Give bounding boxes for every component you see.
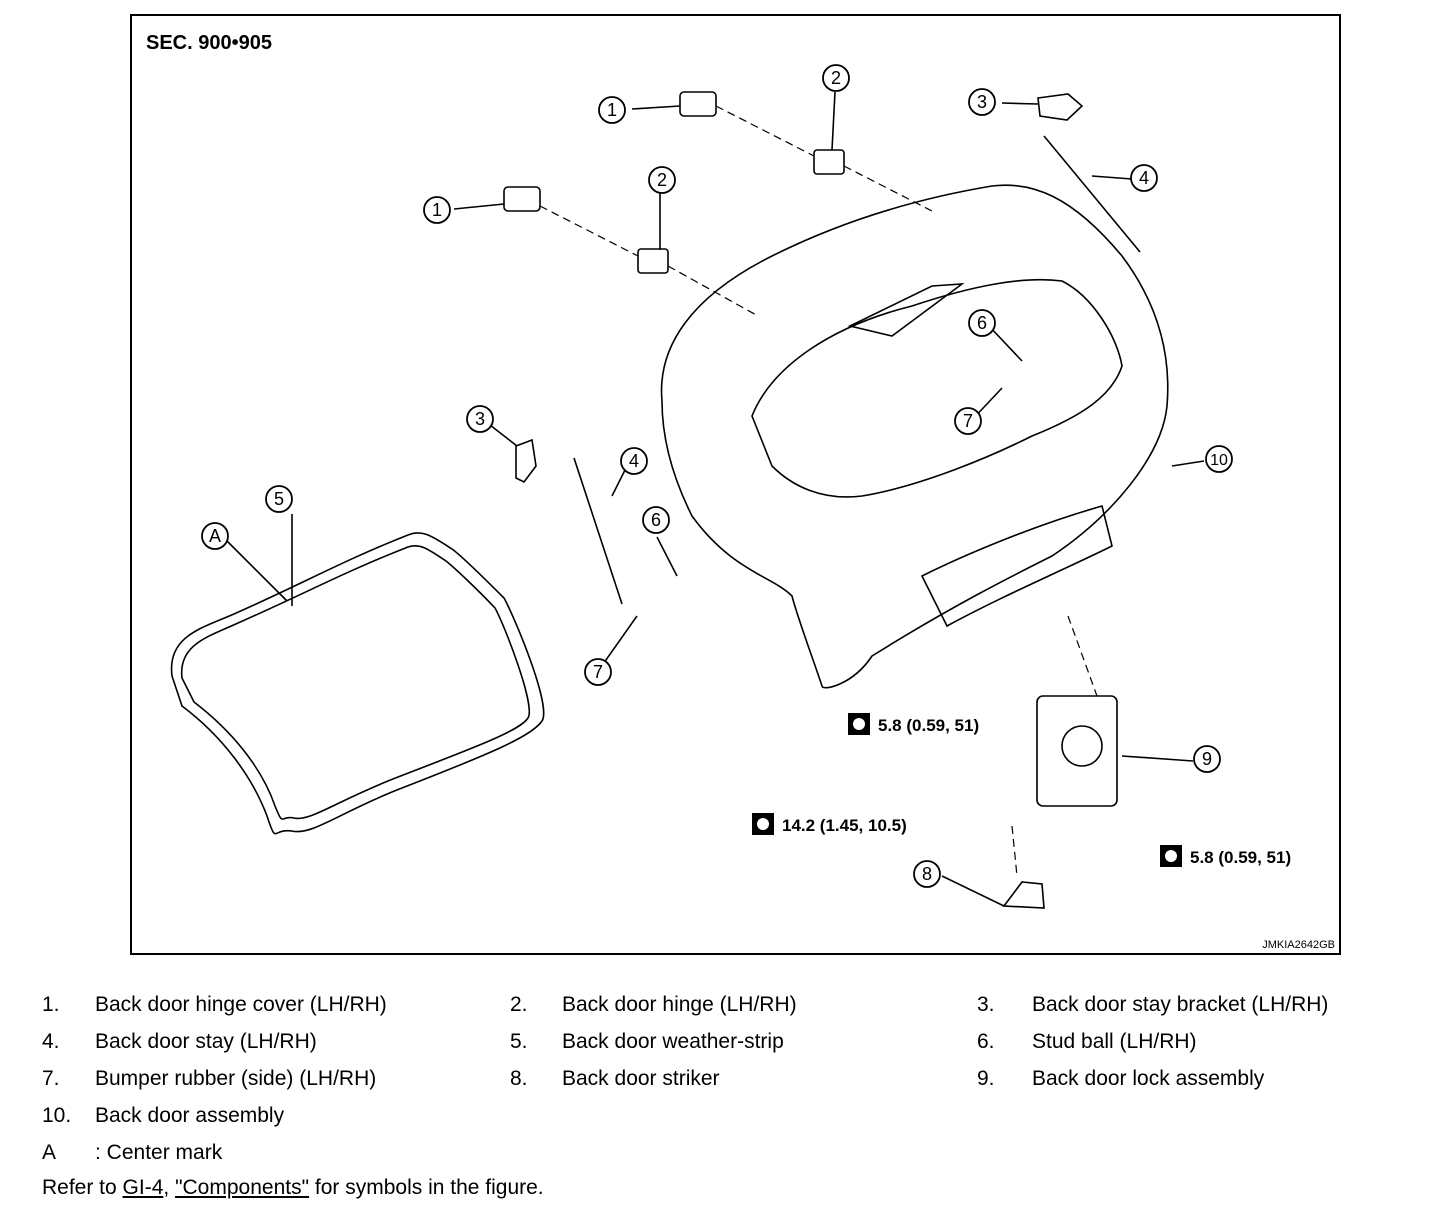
- legend-num: 5.: [510, 1030, 528, 1053]
- exploded-diagram: 1 1 2 2 3 4 3 4 5 A 6 7 6 7 10 9 8: [170, 64, 1291, 909]
- lock-assembly: [1036, 695, 1118, 807]
- legend-text: Back door assembly: [95, 1104, 285, 1127]
- legend-text: Stud ball (LH/RH): [1032, 1030, 1197, 1053]
- stay-bracket-lower: [515, 438, 537, 484]
- callout-2: 2: [657, 170, 667, 190]
- legend-num: 7.: [42, 1067, 60, 1090]
- callout-1: 1: [607, 100, 617, 120]
- callout-8: 8: [922, 864, 932, 884]
- gi-4-link[interactable]: GI-4: [122, 1176, 164, 1199]
- callout-6: 6: [977, 313, 987, 333]
- legend-num: 8.: [510, 1067, 528, 1090]
- legend-num: 9.: [977, 1067, 995, 1090]
- legend-text: Back door stay bracket (LH/RH): [1032, 993, 1329, 1016]
- callout-1: 1: [432, 200, 442, 220]
- callout-2: 2: [831, 68, 841, 88]
- callout-4: 4: [1139, 168, 1149, 188]
- lock-gear: [1061, 725, 1103, 767]
- stay-lower: [573, 457, 623, 605]
- legend-text: Back door stay (LH/RH): [95, 1030, 317, 1053]
- legend-text: Bumper rubber (side) (LH/RH): [95, 1067, 377, 1090]
- hinge-cover-upper: [679, 91, 717, 117]
- legend-num: 2.: [510, 993, 528, 1016]
- stay-upper: [1043, 135, 1141, 253]
- legend-num: 10.: [42, 1104, 72, 1127]
- callout-3: 3: [977, 92, 987, 112]
- legend-num: A: [42, 1141, 57, 1164]
- weather-strip-inner: [181, 545, 531, 820]
- callout-10: 10: [1210, 452, 1228, 469]
- striker: [1002, 881, 1045, 909]
- figure-code: JMKIA2642GB: [1262, 939, 1335, 951]
- callout-a: A: [209, 526, 221, 546]
- legend-text: Back door weather-strip: [562, 1030, 784, 1053]
- back-door-glass: [751, 278, 1123, 498]
- back-door-outer: [660, 184, 1169, 689]
- hinge-upper: [813, 149, 845, 175]
- callout-5: 5: [274, 489, 284, 509]
- section-title: SEC. 900•905: [146, 32, 272, 54]
- legend-text: Back door striker: [562, 1067, 720, 1090]
- torque-value-striker: 14.2 (1.45, 10.5): [782, 816, 907, 835]
- hinge-cover-lower: [503, 186, 541, 212]
- license-recess: [920, 505, 1113, 628]
- callout-4: 4: [629, 451, 639, 471]
- legend-num: 6.: [977, 1030, 995, 1053]
- callout-3: 3: [475, 409, 485, 429]
- legend-text: Back door hinge (LH/RH): [562, 993, 797, 1016]
- diagram-frame: SEC. 900•905: [130, 14, 1341, 955]
- weather-strip-outer: [170, 532, 545, 835]
- torque-value-lock-bolt: 5.8 (0.59, 51): [878, 716, 979, 735]
- refer-separator: ,: [163, 1176, 176, 1199]
- stay-bracket-upper: [1037, 93, 1084, 121]
- spoiler: [847, 283, 965, 337]
- refer-note: Refer to GI-4, "Components" for symbols …: [42, 1176, 544, 1200]
- legend-text: : Center mark: [95, 1141, 223, 1164]
- hinge-lower: [637, 248, 669, 274]
- legend-num: 4.: [42, 1030, 60, 1053]
- components-link[interactable]: "Components": [175, 1176, 310, 1199]
- legend-text: Back door hinge cover (LH/RH): [95, 993, 387, 1016]
- refer-suffix: for symbols in the figure.: [309, 1176, 544, 1199]
- callout-7: 7: [963, 411, 973, 431]
- legend-num: 1.: [42, 993, 60, 1016]
- callout-9: 9: [1202, 749, 1212, 769]
- legend-text: Back door lock assembly: [1032, 1067, 1265, 1090]
- torque-value-lock-lower: 5.8 (0.59, 51): [1190, 848, 1291, 867]
- refer-prefix: Refer to: [42, 1176, 123, 1199]
- callout-7: 7: [593, 662, 603, 682]
- callout-6: 6: [651, 510, 661, 530]
- legend-num: 3.: [977, 993, 995, 1016]
- callout-markers: [201, 64, 1233, 888]
